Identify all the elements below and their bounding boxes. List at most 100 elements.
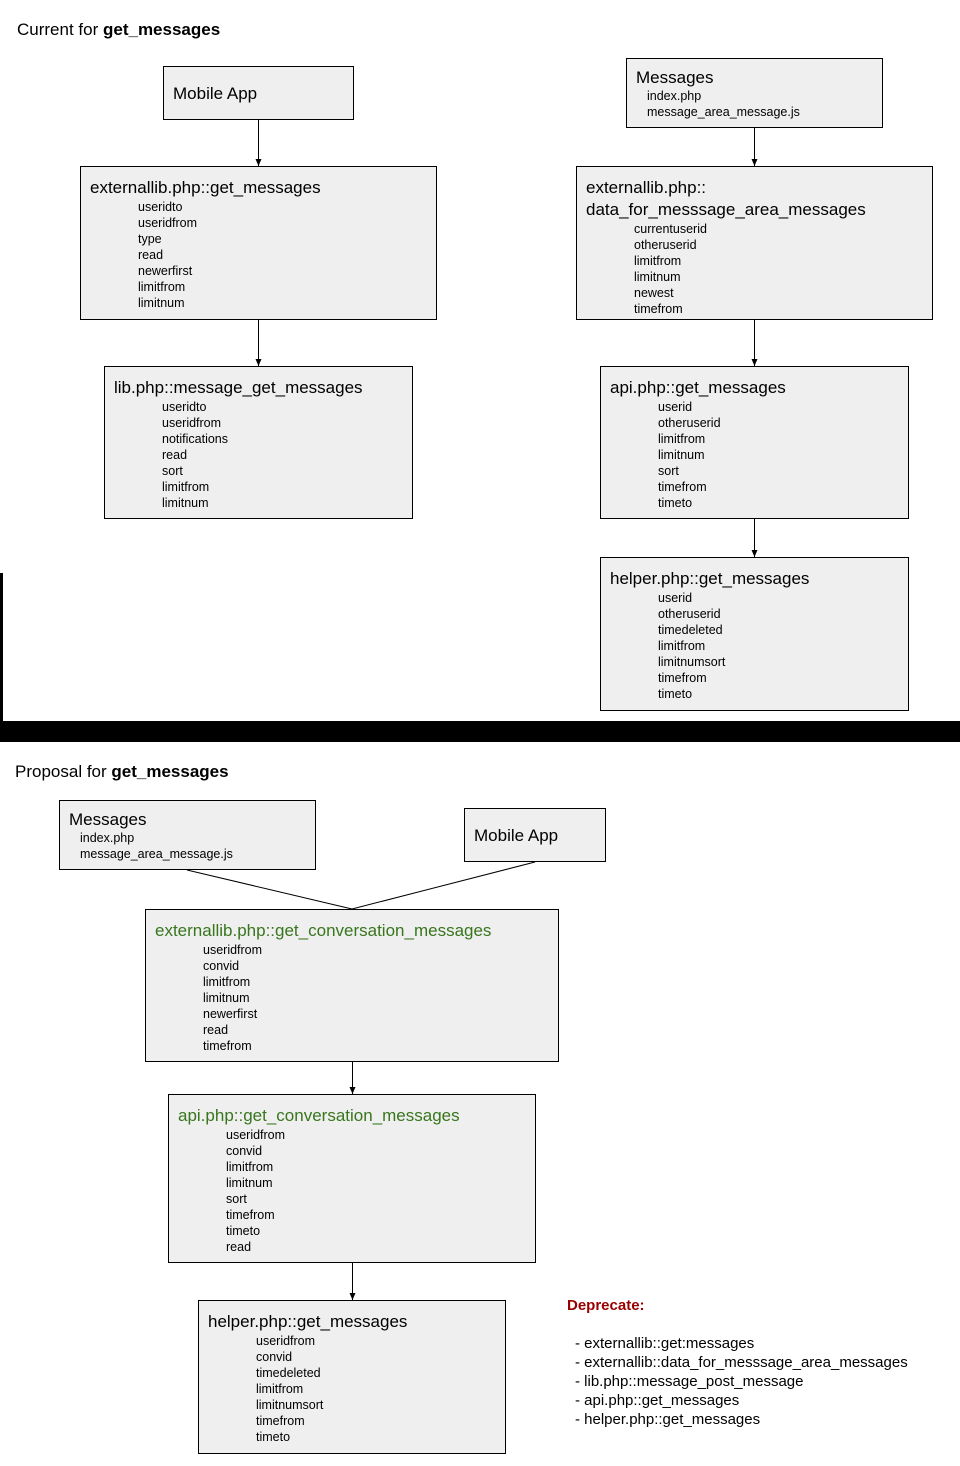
- param-item: read: [226, 1240, 252, 1254]
- param-item: useridfrom: [256, 1334, 316, 1348]
- deprecate-item: - api.php::get_messages: [575, 1392, 740, 1409]
- current-messages-box: Messages index.php message_area_message.…: [626, 58, 883, 128]
- deprecate-list: - externallib::get:messages - externalli…: [575, 1334, 908, 1429]
- param-item: newerfirst: [138, 264, 193, 278]
- param-item: timeto: [256, 1430, 291, 1444]
- current-title-prefix: Current for: [17, 20, 103, 39]
- current-mobile-app-box: Mobile App: [163, 66, 354, 120]
- param-item: timefrom: [203, 1039, 252, 1053]
- param-item: convid: [256, 1350, 293, 1364]
- param-item: limitnum: [634, 270, 681, 284]
- param-item: limitnumsort: [658, 655, 726, 669]
- param-item: userid: [658, 400, 693, 414]
- param-item: limitnum: [226, 1176, 273, 1190]
- param-item: newest: [634, 286, 674, 300]
- param-item: timeto: [658, 496, 693, 510]
- param-item: timefrom: [634, 302, 683, 316]
- param-list: useridto useridfrom type read newerfirst…: [138, 199, 197, 311]
- proposal-messages-box: Messages index.php message_area_message.…: [59, 800, 316, 870]
- param-item: newerfirst: [203, 1007, 258, 1021]
- deprecate-item: - externallib::data_for_messsage_area_me…: [575, 1354, 908, 1371]
- current-data-for-message-area-box: externallib.php:: data_for_messsage_area…: [576, 166, 933, 320]
- param-list: useridfrom convid limitfrom limitnum new…: [203, 942, 262, 1054]
- param-item: limitnum: [658, 448, 705, 462]
- param-item: useridfrom: [203, 943, 263, 957]
- param-item: limitfrom: [162, 480, 210, 494]
- param-item: timefrom: [658, 671, 707, 685]
- proposal-api-get-conversation-messages-box: api.php::get_conversation_messages useri…: [168, 1094, 536, 1263]
- param-item: timeto: [226, 1224, 261, 1238]
- current-externallib-get-messages-title: externallib.php::get_messages: [90, 178, 321, 197]
- param-item: limitnumsort: [256, 1398, 324, 1412]
- param-item: useridfrom: [162, 416, 222, 430]
- proposal-title-bold: get_messages: [111, 762, 229, 781]
- proposal-helper-get-messages-box: helper.php::get_messages useridfrom conv…: [198, 1300, 506, 1454]
- param-list: userid otheruserid timedeleted limitfrom…: [658, 590, 725, 702]
- param-item: otheruserid: [658, 416, 721, 430]
- current-helper-get-messages-title: helper.php::get_messages: [610, 569, 810, 588]
- current-api-get-messages-box: api.php::get_messages userid otheruserid…: [600, 366, 909, 519]
- current-mobile-app-title: Mobile App: [173, 84, 258, 103]
- param-item: useridto: [138, 200, 183, 214]
- section-divider: [0, 721, 960, 742]
- param-item: userid: [658, 591, 693, 605]
- current-messages-file: index.php: [647, 89, 702, 103]
- param-item: limitfrom: [256, 1382, 304, 1396]
- current-section-title: Current for get_messages: [17, 20, 220, 40]
- deprecate-item: - helper.php::get_messages: [575, 1411, 761, 1428]
- param-item: notifications: [162, 432, 229, 446]
- param-item: sort: [162, 464, 183, 478]
- param-item: timeto: [658, 687, 693, 701]
- param-item: read: [138, 248, 164, 262]
- param-item: useridfrom: [226, 1128, 286, 1142]
- proposal-externallib-conv-title: externallib.php::get_conversation_messag…: [155, 921, 492, 940]
- deprecate-item: - lib.php::message_post_message: [575, 1373, 804, 1390]
- current-data-for-area-title-line2: data_for_messsage_area_messages: [586, 200, 866, 219]
- current-lib-message-get-messages-title: lib.php::message_get_messages: [114, 378, 363, 397]
- line-mobile-to-conv: [351, 861, 536, 910]
- param-item: limitfrom: [203, 975, 251, 989]
- param-item: limitnum: [138, 296, 185, 310]
- proposal-mobile-app-title: Mobile App: [474, 826, 559, 845]
- param-item: timefrom: [658, 480, 707, 494]
- param-item: otheruserid: [634, 238, 697, 252]
- param-item: read: [162, 448, 188, 462]
- proposal-title-prefix: Proposal for: [15, 762, 112, 781]
- current-lib-message-get-messages-box: lib.php::message_get_messages useridto u…: [104, 366, 413, 519]
- param-item: limitfrom: [634, 254, 682, 268]
- param-item: timefrom: [256, 1414, 305, 1428]
- param-item: limitfrom: [658, 432, 706, 446]
- param-item: limitfrom: [658, 639, 706, 653]
- current-messages-title: Messages: [636, 68, 714, 87]
- current-api-get-messages-title: api.php::get_messages: [610, 378, 786, 397]
- param-item: useridto: [162, 400, 207, 414]
- param-item: read: [203, 1023, 229, 1037]
- line-messages-to-conv: [186, 869, 353, 910]
- proposal-mobile-app-box: Mobile App: [464, 808, 606, 862]
- param-item: currentuserid: [634, 222, 707, 236]
- proposal-section-title: Proposal for get_messages: [15, 762, 229, 782]
- deprecate-title: Deprecate:: [567, 1297, 645, 1314]
- proposal-helper-get-messages-title: helper.php::get_messages: [208, 1312, 408, 1331]
- left-edge-line: [0, 573, 3, 721]
- proposal-externallib-get-conversation-messages-box: externallib.php::get_conversation_messag…: [145, 909, 559, 1062]
- param-item: sort: [658, 464, 679, 478]
- proposal-api-conv-title: api.php::get_conversation_messages: [178, 1106, 460, 1125]
- param-item: type: [138, 232, 162, 246]
- param-item: convid: [226, 1144, 263, 1158]
- param-item: useridfrom: [138, 216, 198, 230]
- param-item: limitfrom: [138, 280, 186, 294]
- param-list: useridfrom convid limitfrom limitnum sor…: [226, 1127, 285, 1255]
- param-item: convid: [203, 959, 240, 973]
- param-item: timefrom: [226, 1208, 275, 1222]
- proposal-messages-title: Messages: [69, 810, 147, 829]
- proposal-messages-file: message_area_message.js: [80, 847, 233, 861]
- param-item: limitnum: [203, 991, 250, 1005]
- current-data-for-area-title-line1: externallib.php::: [586, 178, 707, 197]
- current-helper-get-messages-box: helper.php::get_messages userid otheruse…: [600, 557, 909, 711]
- param-item: limitnum: [162, 496, 209, 510]
- param-item: limitfrom: [226, 1160, 274, 1174]
- proposal-messages-file: index.php: [80, 831, 135, 845]
- current-title-bold: get_messages: [102, 20, 221, 39]
- current-messages-file: message_area_message.js: [647, 105, 800, 119]
